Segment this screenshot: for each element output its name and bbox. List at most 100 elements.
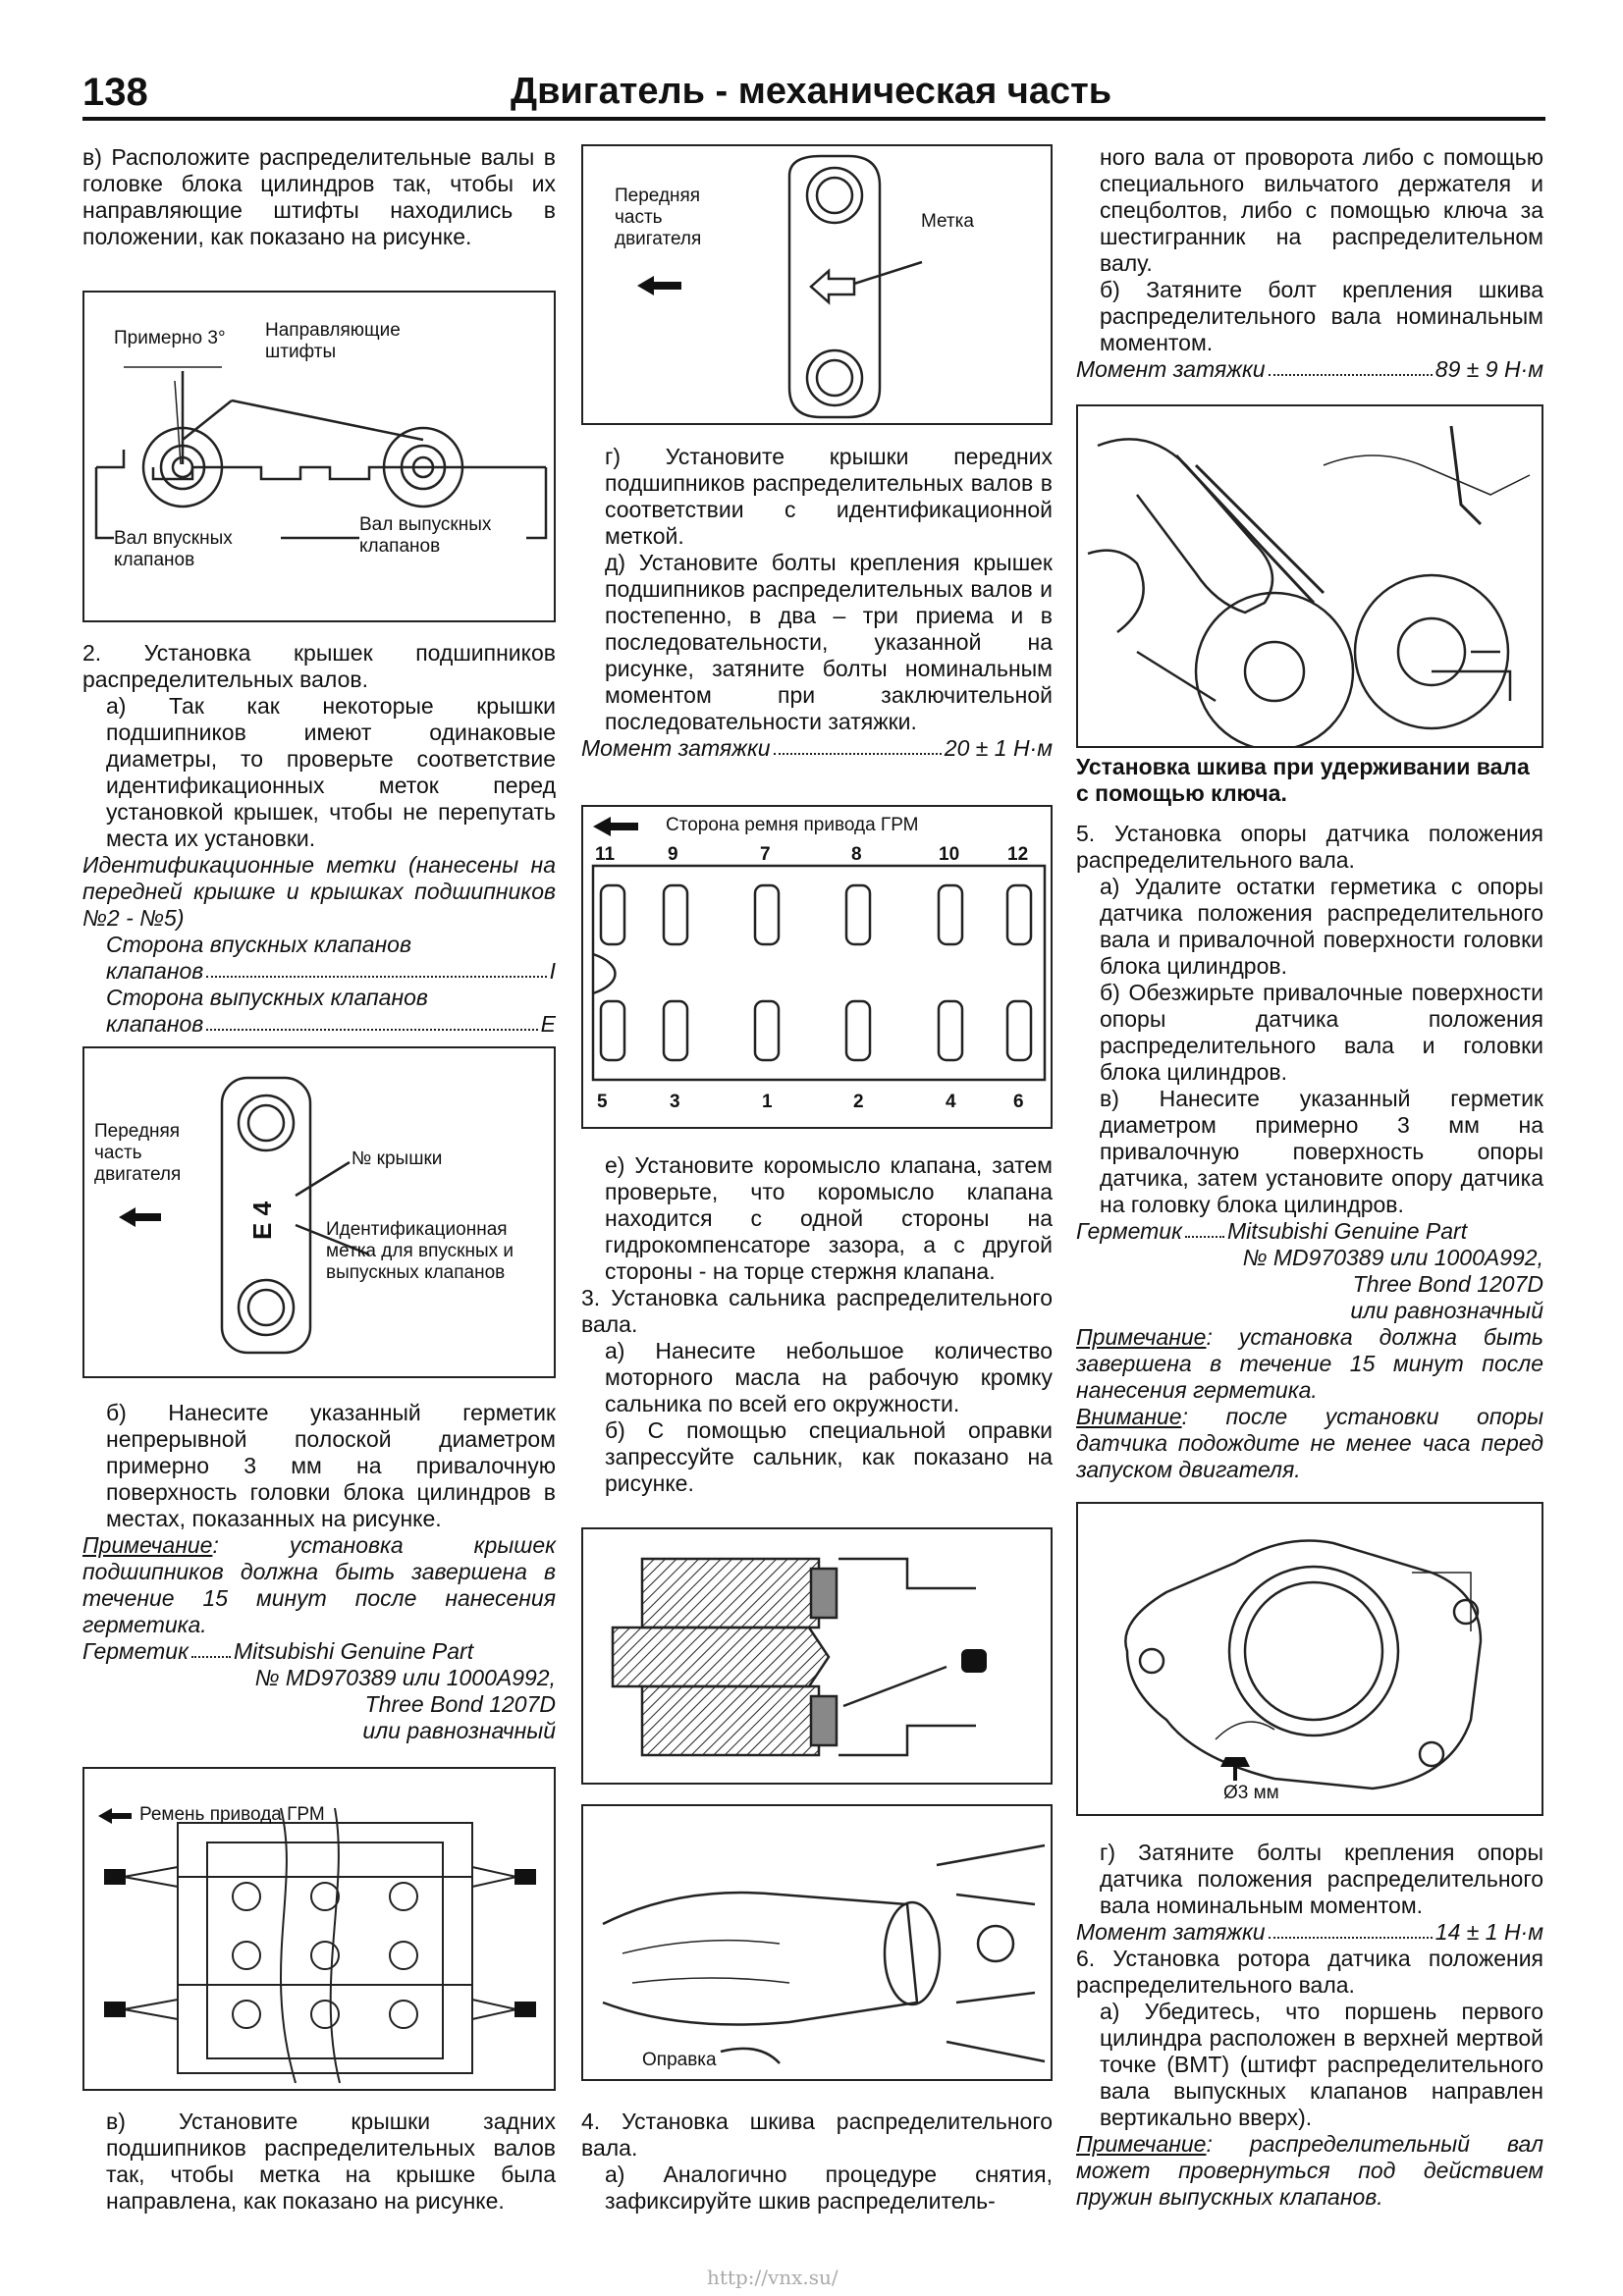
para-3a: а) Нанесите небольшое количество моторно… <box>605 1338 1053 1416</box>
para-g: г) Установите крышки передних подшипнико… <box>605 444 1053 549</box>
torque-row-20: Момент затяжки 20 ± 1 Н·м <box>581 735 1053 762</box>
para-5: 5. Установка опоры датчика положения рас… <box>1076 821 1543 873</box>
note-label: Примечание <box>82 1532 213 1558</box>
mark-label: Метка <box>921 211 974 232</box>
intake-side-value: I <box>549 958 556 984</box>
para-cont: ного вала от проворота либо с помощью сп… <box>1100 144 1543 276</box>
sealant-line-1: № MD970389 или 1000A992, <box>254 1665 556 1690</box>
para-4a: а) Аналогично процедуре снятия, зафиксир… <box>605 2162 1053 2214</box>
page-title: Двигатель - механическая часть <box>511 71 1112 112</box>
cap-marking: Е 4 <box>247 1201 277 1240</box>
col2-rocker-seal-text: е) Установите коромысло клапана, затем п… <box>581 1152 1053 1497</box>
note3-label: Примечание <box>1076 1324 1207 1350</box>
para-d: д) Установите болты крепления крышек под… <box>605 550 1053 734</box>
sealant3-line-3: или равнозначный <box>1350 1298 1543 1323</box>
torque-value: 20 ± 1 Н·м <box>944 735 1053 761</box>
para-5v: в) Нанесите указанный герметик диаметром… <box>1100 1086 1543 1217</box>
bolt-sequence-figure: Сторона ремня привода ГРМ 11 9 7 8 10 12… <box>581 805 1053 1129</box>
front-cap-mark-figure: Передняя часть двигателя Метка <box>581 144 1053 425</box>
col3-sensor-text: Установка шкива при удерживании вала с п… <box>1076 754 1543 1483</box>
camshaft-pins-figure: Примерно 3° Направляющие штифты Вал впус… <box>82 291 556 622</box>
timing-belt-label: Ремень привода ГРМ <box>139 1804 325 1825</box>
bead-diameter-label: Ø3 мм <box>1223 1783 1279 1803</box>
warning-label: Внимание <box>1076 1404 1182 1429</box>
torque-label: Момент затяжки <box>581 735 771 761</box>
exhaust-side-value: E <box>540 1011 556 1037</box>
sealant-label: Герметик <box>82 1638 189 1664</box>
torque-row-89: Момент затяжки 89 ± 9 Н·м <box>1076 356 1543 383</box>
wrench-pulley-figure <box>1076 404 1543 748</box>
para-3: 3. Установка сальника распределительного… <box>581 1285 1053 1337</box>
bolt-num-bottom-4: 4 <box>946 1092 956 1112</box>
col2-caps-text: г) Установите крышки передних подшипнико… <box>581 444 1053 762</box>
timing-side-label: Сторона ремня привода ГРМ <box>666 815 919 835</box>
sealant3-line-0: Mitsubishi Genuine Part <box>1226 1218 1468 1244</box>
sealant-row: Герметик Mitsubishi Genuine Part <box>82 1638 556 1665</box>
bolt-sequence-drawing <box>591 817 1047 1082</box>
torque-label-14: Момент затяжки <box>1076 1919 1266 1945</box>
cylinder-head-drawing <box>98 1807 536 2084</box>
figure-caption: Установка шкива при удерживании вала с п… <box>1076 754 1530 806</box>
para-v2: в) Установите крышки задних подшипников … <box>106 2109 556 2214</box>
oil-seal-section-figure <box>581 1527 1053 1785</box>
seal-installer-figure: Оправка <box>581 1804 1053 2081</box>
bearing-cap-figure: Передняя часть двигателя Е 4 № крышки Ид… <box>82 1046 556 1378</box>
oil-seal-drawing <box>611 1557 987 1757</box>
sealant-label-3: Герметик <box>1076 1218 1182 1244</box>
para-6a: а) Убедитесь, что поршень первого цилинд… <box>1100 1999 1543 2130</box>
bolt-num-top-2: 7 <box>760 844 771 865</box>
torque-label-89: Момент затяжки <box>1076 356 1266 382</box>
para-6: 6. Установка ротора датчика положения ра… <box>1076 1946 1543 1998</box>
id-marks-heading: Идентификационные метки (нанесены на пер… <box>82 852 556 931</box>
torque-value-89: 89 ± 9 Н·м <box>1434 356 1543 382</box>
bolt-num-top-3: 8 <box>851 844 862 865</box>
note4-text: : распределительный вал может провернуть… <box>1076 2131 1543 2210</box>
guide-pins-label: Направляющие штифты <box>265 320 401 362</box>
intake-side-row: клапанов I <box>82 958 556 985</box>
front-cap-drawing <box>637 154 923 419</box>
approx-angle-label: Примерно 3° <box>114 328 226 348</box>
para-2a: а) Так как некоторые крышки подшипников … <box>106 693 556 851</box>
exhaust-shaft-label: Вал выпускных клапанов <box>359 514 526 558</box>
note3-text: : установка должна быть завершена в тече… <box>1076 1324 1543 1403</box>
intake-side-word: клапанов <box>106 958 204 984</box>
para-e: е) Установите коромысло клапана, затем п… <box>605 1152 1053 1284</box>
page-number: 138 <box>82 71 148 114</box>
exhaust-side-label: Сторона выпускных клапанов <box>106 985 428 1010</box>
front-label: Передняя часть двигателя <box>615 186 702 249</box>
col1-section2: 2. Установка крышек подшипников распреде… <box>82 640 556 1038</box>
intake-shaft-label: Вал впускных клапанов <box>114 528 281 571</box>
col3-rotor-text: г) Затяните болты крепления опоры датчик… <box>1076 1840 1543 2211</box>
note-text: : установка крышек подшипников должна бы… <box>82 1532 556 1637</box>
para-2: 2. Установка крышек подшипников распреде… <box>82 640 556 692</box>
bolt-num-top-0: 11 <box>595 844 616 865</box>
para-v: в) Расположите распределительные валы в … <box>82 144 556 249</box>
para-3b: б) С помощью специальной оправки запресс… <box>605 1417 1053 1496</box>
para-b: б) Нанесите указанный герметик непрерывн… <box>106 1400 556 1531</box>
bolt-num-bottom-3: 2 <box>853 1092 864 1112</box>
sealant-line-0: Mitsubishi Genuine Part <box>233 1638 474 1664</box>
header-rule <box>82 117 1545 121</box>
sensor-bracket-drawing <box>1124 1539 1483 1790</box>
cap-number-label: № крышки <box>352 1148 443 1169</box>
bolt-num-bottom-2: 1 <box>762 1092 773 1112</box>
warning-text: : после установки опоры датчика подождит… <box>1076 1404 1543 1482</box>
sealant-bead-figure: Ремень привода ГРМ <box>82 1767 556 2091</box>
sealant-line-2: Three Bond 1207D <box>364 1691 556 1717</box>
sealant-line-3: или равнозначный <box>362 1718 556 1743</box>
col1-rear-caps: в) Установите крышки задних подшипников … <box>82 2109 556 2215</box>
col2-pulley-text: 4. Установка шкива распределительного ва… <box>581 2109 1053 2215</box>
tool-label: Оправка <box>642 2050 717 2071</box>
para-g3: г) Затяните болты крепления опоры датчик… <box>1100 1840 1543 1918</box>
bolt-num-top-5: 12 <box>1007 844 1029 865</box>
footer-url: http://vnx.su/ <box>707 2266 839 2289</box>
para-4: 4. Установка шкива распределительного ва… <box>581 2109 1053 2161</box>
para-b3: б) Затяните болт крепления шкива распред… <box>1100 277 1543 355</box>
col3-top-text: ного вала от проворота либо с помощью сп… <box>1076 144 1543 383</box>
bearing-cap-drawing <box>119 1076 370 1355</box>
para-5a: а) Удалите остатки герметика с опоры дат… <box>1100 874 1543 979</box>
note4-label: Примечание <box>1076 2131 1207 2157</box>
sealant3-line-2: Three Bond 1207D <box>1352 1271 1543 1297</box>
